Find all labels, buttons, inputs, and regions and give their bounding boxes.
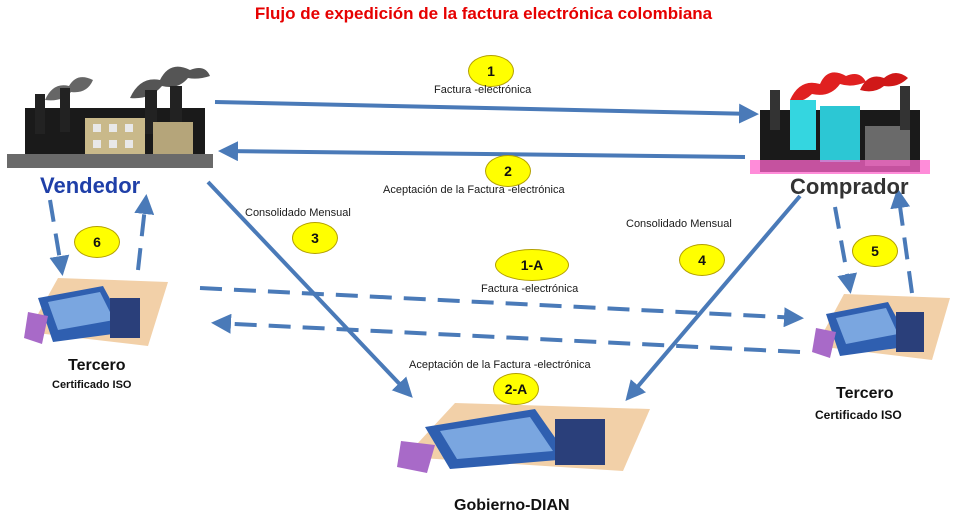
tercero-left-certificate: Certificado ISO [52,379,132,391]
diagram-title: Flujo de expedición de la factura electr… [254,4,713,23]
comprador-label: Comprador [790,174,909,199]
label-step-2: Aceptación de la Factura -electrónica [383,184,565,196]
label-step-1: Factura -electrónica [434,84,532,96]
vendedor-factory-icon [7,66,213,168]
arrow-4-consolidado [625,194,802,402]
arrow-2a-aceptacion [211,313,801,354]
comprador-factory-icon [750,72,930,174]
label-step-3: Consolidado Mensual [245,207,351,219]
badge-step-1a: 1-A [495,249,569,281]
gobierno-label: Gobierno-DIAN [454,497,570,514]
badge-step-6: 6 [74,226,120,258]
arrow-3-consolidado [206,180,413,398]
badge-step-3: 3 [292,222,338,254]
arrow-6-up [134,194,155,271]
badge-step-5: 5 [852,235,898,267]
badge-step-4: 4 [679,244,725,276]
tercero-left-computer-icon [24,278,168,346]
arrow-6-down [48,199,70,276]
arrow-5-down [833,206,857,294]
label-step-1a: Factura -electrónica [481,283,579,295]
tercero-right-name: Tercero [836,385,894,402]
gobierno-computer-icon [397,403,650,473]
tercero-right-certificate: Certificado ISO [815,408,902,422]
label-step-4: Consolidado Mensual [626,218,732,230]
badge-step-2: 2 [485,155,531,187]
tercero-right-computer-icon [812,294,950,360]
vendedor-label: Vendedor [40,173,141,198]
arrow-2-aceptacion [218,141,746,162]
arrow-1-factura [214,100,759,124]
tercero-left-name: Tercero [68,357,126,374]
arrow-5-up [890,188,914,294]
badge-step-2a: 2-A [493,373,539,405]
badge-step-1: 1 [468,55,514,87]
label-step-2a: Aceptación de la Factura -electrónica [409,359,591,371]
